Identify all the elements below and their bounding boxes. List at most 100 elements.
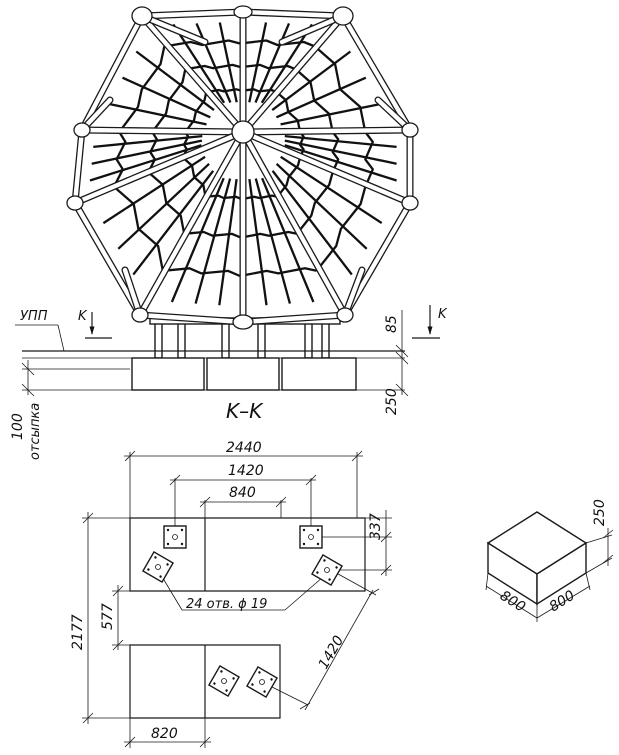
rope-segment	[117, 162, 210, 250]
climbing-frame-elevation	[66, 5, 419, 359]
holes-note: 24 отв. ϕ 19	[186, 597, 267, 612]
rope-segment	[218, 22, 238, 103]
anchor-plate	[246, 666, 278, 698]
section-letter-left: K	[78, 309, 88, 324]
rope-segment	[108, 102, 207, 126]
rope-net	[89, 22, 397, 306]
rope-segment	[284, 139, 397, 165]
frame-pipe	[240, 129, 348, 318]
block-dim-250: 250	[592, 499, 608, 526]
frame-connector	[231, 120, 255, 144]
rope-segment	[284, 134, 397, 149]
frame-pipe	[137, 129, 246, 318]
rope-segment	[122, 76, 211, 119]
fill-label: отсыпка	[28, 403, 43, 460]
frame-pipe	[240, 129, 413, 206]
frame-pipe	[122, 267, 143, 318]
rope-segment	[261, 177, 315, 303]
upp-label: УПП	[20, 309, 48, 324]
frame-pipe	[72, 127, 85, 206]
rope-segment	[364, 131, 374, 188]
frame-pipe	[240, 13, 346, 135]
rope-segment	[315, 186, 367, 272]
rope-segment	[118, 46, 166, 133]
rope-segment	[162, 267, 241, 278]
frame-connector	[401, 195, 419, 211]
rope-segment	[218, 178, 238, 306]
rope-segment	[102, 155, 206, 225]
rope-segment	[239, 267, 317, 278]
rope-segment	[331, 131, 340, 173]
frame-pipe	[342, 267, 365, 318]
rope-segment	[240, 63, 297, 71]
frame-pipe	[72, 200, 143, 318]
anchor-plate	[299, 525, 323, 549]
section-marker-left: K	[78, 309, 112, 339]
frame-pipe	[139, 9, 246, 19]
frame-pipe	[240, 9, 346, 19]
rope-segment	[295, 171, 334, 235]
frame-pipe	[139, 13, 208, 45]
dim-337: 337	[368, 513, 384, 540]
rope-segment	[170, 177, 225, 303]
rope-segment	[240, 230, 298, 239]
rope-segment	[164, 39, 241, 48]
frame-pipe	[137, 312, 246, 325]
frame-pipe	[279, 13, 346, 45]
rope-segment	[195, 22, 232, 103]
rope-segment	[194, 178, 232, 304]
rope-segment	[151, 69, 187, 133]
dim-250-elevation: 250	[384, 388, 400, 415]
ground-level-lines	[15, 324, 405, 391]
anchor-plate	[163, 525, 187, 549]
frame-pipe	[139, 13, 246, 135]
rope-segment	[254, 178, 292, 304]
rope-segment	[275, 76, 367, 119]
plan-view: 2440 1420 840 337 2177 577	[70, 440, 392, 748]
frame-pipe	[79, 127, 246, 135]
rope-segment	[248, 178, 268, 306]
rope-segment	[184, 230, 242, 239]
section-marker-right: K	[412, 305, 448, 339]
dim-2440: 2440	[226, 440, 262, 456]
dim-820: 820	[151, 726, 178, 742]
anchor-plate	[142, 551, 174, 583]
rope-segment	[132, 170, 215, 276]
frame-pipe	[342, 200, 413, 318]
rope-segment	[284, 144, 397, 182]
rope-segment	[91, 139, 203, 165]
elevation-dims-left: 100 отсыпка	[10, 360, 43, 460]
rope-segment	[275, 162, 368, 250]
rope-segment	[260, 23, 313, 104]
frame-connector	[232, 314, 254, 330]
rope-segment	[280, 155, 383, 225]
rope-segment	[206, 88, 242, 94]
frame-connector	[131, 307, 149, 323]
pipe-frame	[71, 8, 414, 326]
frame-pipe	[79, 13, 145, 133]
rope-segment	[276, 157, 302, 198]
rope-segment	[93, 134, 203, 149]
frame-connector	[332, 6, 354, 26]
rope-segment	[271, 170, 353, 276]
dim-2177: 2177	[70, 614, 86, 650]
frame-connector	[131, 6, 153, 26]
dim-840: 840	[229, 485, 256, 501]
rope-segment	[89, 144, 202, 182]
frame-connector	[336, 307, 354, 323]
frame-connector	[66, 195, 84, 211]
rope-segment	[239, 39, 316, 48]
rope-segment	[248, 22, 268, 103]
section-title: K–K	[226, 399, 264, 423]
rope-segment	[185, 63, 242, 71]
rope-segment	[280, 102, 382, 126]
rope-segment	[241, 194, 278, 201]
foundation-block-isometric: 250 800 800	[485, 499, 614, 622]
frame-pipe	[240, 312, 348, 325]
frame-connectors	[66, 5, 419, 330]
frame-pipe	[72, 129, 246, 206]
rope-segment	[172, 23, 226, 104]
frame-pipe	[240, 127, 413, 135]
anchor-plate	[311, 554, 343, 586]
